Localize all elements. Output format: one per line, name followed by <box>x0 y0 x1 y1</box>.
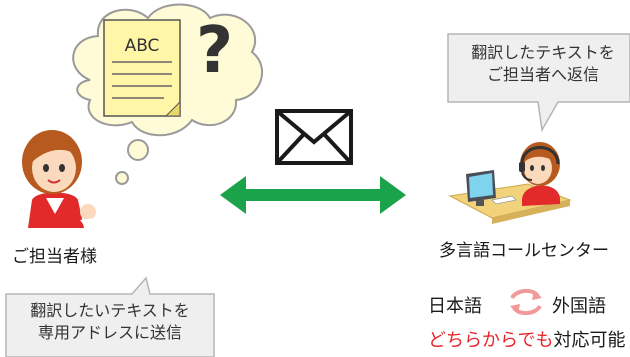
call-center-label: 多言語コールセンター <box>439 241 609 261</box>
thought-dot-2 <box>115 171 129 185</box>
customer-note-text: 翻訳したいテキストを 専用アドレスに送信 <box>6 300 214 344</box>
customer-label: ご担当者様 <box>12 247 97 267</box>
question-mark-icon: ? <box>196 14 234 88</box>
thought-dot-1 <box>127 139 149 161</box>
availability-highlight: どちらからでも <box>428 330 554 351</box>
call-center-operator-icon <box>448 142 572 224</box>
swap-arrows-icon <box>510 289 542 315</box>
thought-bubble <box>72 3 263 185</box>
customer-person-icon <box>22 130 96 228</box>
center-note-bubble <box>447 33 630 132</box>
bidirectional-arrow-icon <box>220 176 406 214</box>
language-left: 日本語 <box>428 296 482 317</box>
customer-note-line2: 専用アドレスに送信 <box>37 323 182 342</box>
envelope-icon <box>275 109 353 165</box>
document-icon <box>103 19 181 117</box>
customer-note-line1: 翻訳したいテキストを <box>30 301 190 320</box>
center-note-text: 翻訳したテキストを ご担当者へ返信 <box>450 42 630 86</box>
customer-note-bubble <box>5 276 215 357</box>
center-note-line1: 翻訳したテキストを <box>471 43 615 62</box>
document-text: ABC <box>124 36 160 56</box>
availability-rest: 対応可能 <box>553 330 626 351</box>
language-right: 外国語 <box>552 296 606 317</box>
center-note-line2: ご担当者へ返信 <box>486 65 599 84</box>
availability-text: どちらからでも対応可能 <box>428 326 625 352</box>
